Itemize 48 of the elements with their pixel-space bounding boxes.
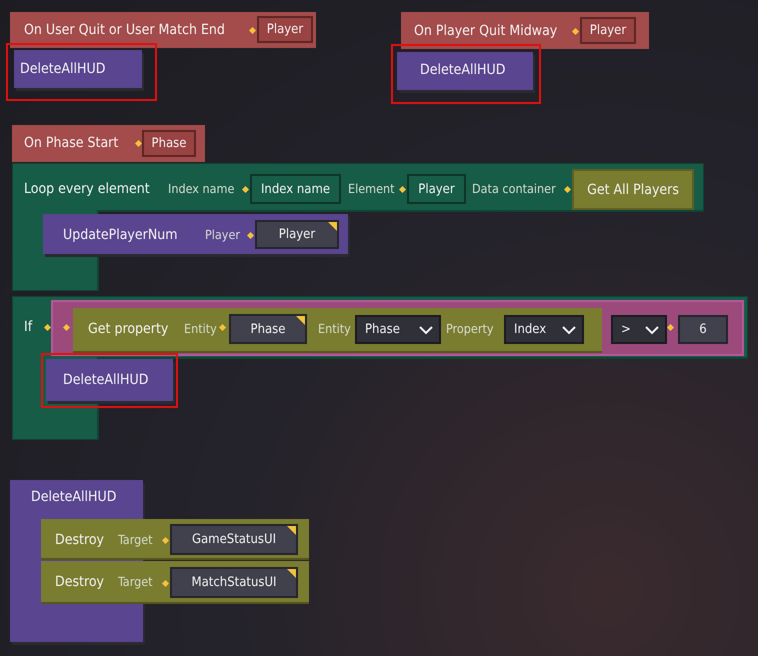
event-block [12, 125, 205, 162]
parameter-label: Data container [472, 182, 556, 196]
parameter-label: Player [205, 228, 240, 242]
dropdown: Phase [355, 315, 441, 344]
value-slot: MatchStatusUI [170, 567, 298, 598]
function-call-block [397, 52, 533, 90]
parameter-label: Entity [318, 322, 351, 336]
block-title: If [24, 320, 32, 334]
value-slot: GameStatusUI [170, 524, 298, 555]
value-slot: Phase [142, 130, 196, 157]
compare-block [51, 300, 744, 356]
parameter-label: Property [446, 322, 494, 336]
action-block [41, 519, 309, 558]
block-title: DeleteAllHUD [31, 490, 116, 504]
parameter-label: Target [118, 534, 153, 546]
block-title: UpdatePlayerNum [63, 228, 178, 242]
function-call-block [43, 214, 348, 254]
value-slot: Index name [250, 174, 341, 204]
event-block [10, 12, 316, 48]
parameter-label: Entity [184, 322, 217, 336]
value-slot: Player [255, 220, 339, 249]
value-slot: Player [407, 174, 466, 204]
block-title: DeleteAllHUD [420, 63, 506, 77]
parameter-label: Element [348, 182, 395, 196]
if-block [12, 296, 748, 440]
event-block [401, 12, 649, 49]
function-call-block [14, 50, 142, 88]
parameter-label: Index name [168, 182, 234, 196]
parameter-label: Target [118, 576, 153, 588]
block-title: On User Quit or User Match End [24, 23, 225, 37]
function-call-block [46, 359, 173, 401]
value-slot: Player [580, 17, 636, 44]
block-title: DeleteAllHUD [20, 62, 106, 76]
block-title: On Phase Start [24, 136, 118, 150]
property-block [73, 308, 602, 351]
block-title: Destroy [55, 533, 104, 547]
dropdown: Index [504, 315, 584, 344]
block-title: DeleteAllHUD [63, 373, 148, 387]
value-slot: Player [257, 16, 313, 43]
block-title: On Player Quit Midway [414, 24, 558, 38]
value-slot: 6 [678, 315, 728, 344]
value-slot: Phase [229, 314, 307, 344]
action-block [41, 561, 309, 602]
value-block: Get All Players [572, 169, 694, 210]
block-title: Get property [88, 322, 168, 336]
block-title: Loop every element [24, 182, 150, 196]
dropdown: > [611, 315, 667, 344]
block-title: Destroy [55, 575, 104, 589]
